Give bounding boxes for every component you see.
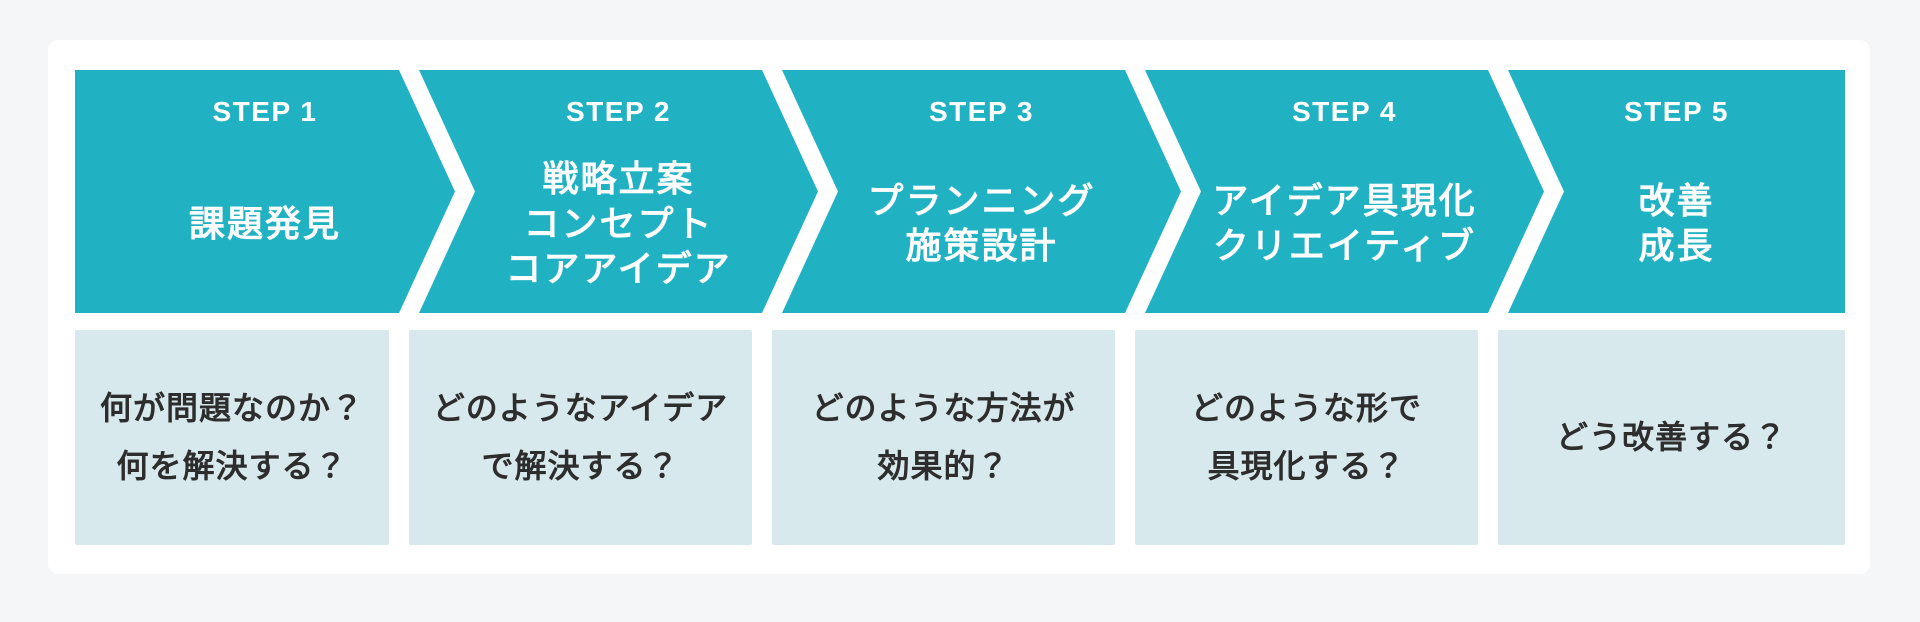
step-4-title: アイデア具現化 クリエイティブ xyxy=(1212,180,1477,266)
steps-band: STEP 1 課題発見 STEP 2 戦略立案 コンセプト コアアイデア STE… xyxy=(75,70,1845,313)
step-3-chevron: STEP 3 プランニング 施策設計 xyxy=(782,70,1181,313)
step-1-label: STEP 1 xyxy=(212,96,318,127)
step-3-label: STEP 3 xyxy=(929,96,1034,127)
step-4-label: STEP 4 xyxy=(1292,96,1397,127)
step-5-chevron: STEP 5 改善 成長 xyxy=(1508,70,1845,313)
question-box-5: どう改善する？ xyxy=(1498,330,1845,545)
step-1-title: 課題発見 xyxy=(188,202,341,244)
step-4-chevron: STEP 4 アイデア具現化 クリエイティブ xyxy=(1145,70,1544,313)
question-box-4: どのような形で 具現化する？ xyxy=(1135,330,1478,545)
step-1-chevron: STEP 1 課題発見 xyxy=(75,70,455,313)
question-box-3: どのような方法が 効果的？ xyxy=(772,330,1115,545)
step-5-label: STEP 5 xyxy=(1624,96,1729,127)
step-2-label: STEP 2 xyxy=(566,96,671,127)
step-2-chevron: STEP 2 戦略立案 コンセプト コアアイデア xyxy=(419,70,818,313)
step-5-title: 改善 成長 xyxy=(1638,180,1715,266)
process-diagram-card: STEP 1 課題発見 STEP 2 戦略立案 コンセプト コアアイデア STE… xyxy=(48,40,1870,574)
step-2-title: 戦略立案 コンセプト コアアイデア xyxy=(505,157,732,289)
question-box-1: 何が問題なのか？ 何を解決する？ xyxy=(75,330,389,545)
step-3-title: プランニング 施策設計 xyxy=(867,180,1096,266)
question-box-2: どのようなアイデア で解決する？ xyxy=(409,330,752,545)
